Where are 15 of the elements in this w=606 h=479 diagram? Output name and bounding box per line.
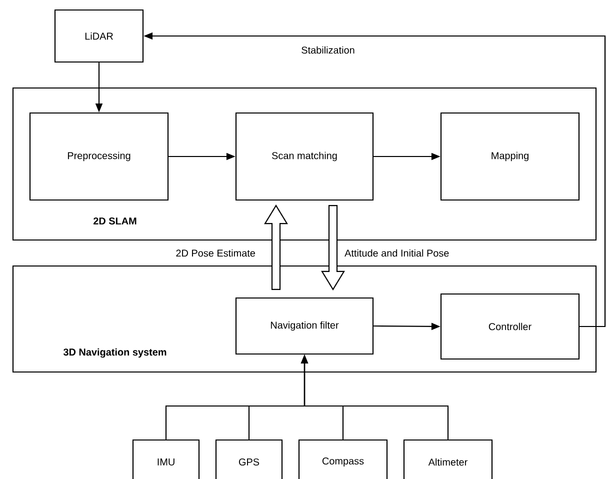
edge-label: Stabilization [302,46,354,54]
hollow-arrow [321,205,345,290]
process-box: GPS [215,439,283,479]
hollow-arrow [264,204,288,290]
process-box: Navigation filter [235,297,374,355]
process-box: Preprocessing [29,112,169,201]
process-box: Scan matching [235,112,374,201]
edge-label: 2D Pose Estimate [176,249,255,257]
process-box: LiDAR [54,9,144,63]
process-box: Mapping [440,112,580,201]
edge-label: Attitude and Initial Pose [344,249,449,257]
process-box: Compass [298,439,388,479]
process-box: Altimeter [403,439,493,479]
process-box: IMU [132,439,200,479]
process-box: Controller [440,293,580,360]
